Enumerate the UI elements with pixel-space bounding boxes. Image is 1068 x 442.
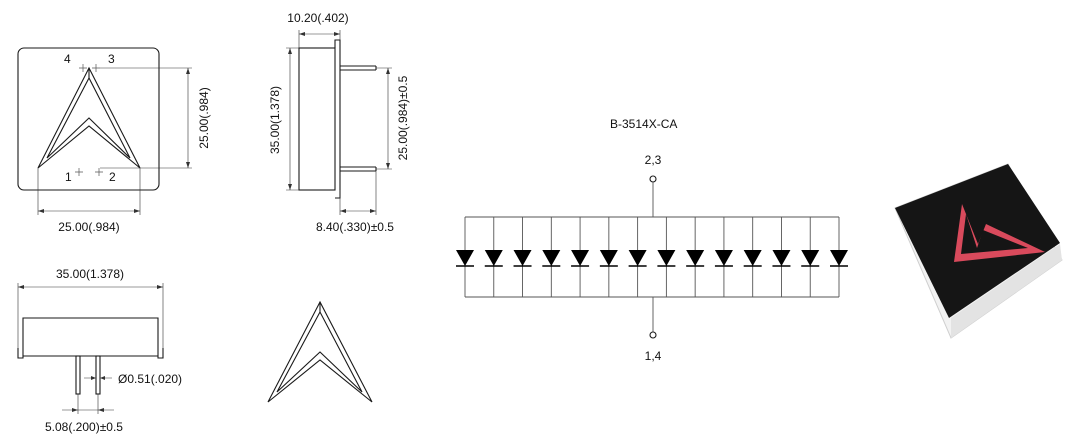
diode (542, 217, 561, 297)
bottom-pins-label: 1,4 (645, 349, 662, 363)
side-pin-bottom (340, 166, 377, 172)
diode (571, 217, 590, 297)
diode (743, 217, 762, 297)
side-pin-span-dimension: 25.00(.984)±0.5 (396, 75, 410, 160)
front-height-dimension: 25.00(.984) (197, 87, 211, 148)
diode (801, 217, 820, 297)
pin-label-4: 4 (64, 52, 71, 66)
product-photo (894, 163, 1063, 339)
side-height-dimension: 35.00(1.378) (268, 86, 282, 154)
diode (599, 217, 618, 297)
diode-array (456, 217, 848, 297)
pin-pitch-dimension: 5.08(.200)±0.5 (45, 420, 123, 434)
pin-label-1: 1 (65, 170, 72, 184)
pin-label-2: 2 (109, 170, 116, 184)
front-view-outline (17, 47, 160, 191)
photo-arrow-icon (954, 204, 1045, 262)
diode (714, 217, 733, 297)
front-width-dimension: 25.00(.984) (58, 220, 119, 234)
bottom-body (17, 317, 164, 359)
diode (657, 217, 676, 297)
top-pins-label: 2,3 (645, 153, 662, 167)
part-number: B-3514X-CA (610, 117, 677, 131)
diode (830, 217, 848, 297)
diode (772, 217, 791, 297)
schematic: B-3514X-CA 2,3 1,4 (456, 117, 848, 363)
bottom-terminal (649, 331, 657, 339)
side-pin-top (340, 65, 377, 71)
side-body (298, 47, 336, 191)
bottom-view: 35.00(1.378) Ø0.51(.020) 5.08(.200)±0.5 (17, 267, 182, 434)
diode (686, 217, 705, 297)
side-view: 10.20(.402) 35.00(1.378) 25.00(.984)±0.5… (268, 11, 410, 234)
photo-body (895, 164, 1060, 318)
side-top-dimension: 10.20(.402) (287, 11, 348, 25)
top-terminal (649, 175, 657, 183)
pin-markers (75, 64, 103, 176)
arrow-outline-icon (267, 300, 373, 403)
side-bottom-dimension: 8.40(.330)±0.5 (316, 220, 394, 234)
front-arrow-icon (37, 66, 141, 169)
bottom-pin-left (75, 355, 81, 395)
pin-diameter-dimension: Ø0.51(.020) (118, 372, 182, 386)
bottom-length-dimension: 35.00(1.378) (56, 267, 124, 281)
diode (628, 217, 647, 297)
pin-label-3: 3 (108, 52, 115, 66)
front-view: 4 3 1 2 25.00(.984) 25.00(.984) (17, 47, 211, 234)
bottom-pin-right (95, 355, 101, 395)
diode (456, 217, 474, 297)
diode (484, 217, 503, 297)
photo-base-side (951, 244, 1062, 338)
diode (513, 217, 532, 297)
